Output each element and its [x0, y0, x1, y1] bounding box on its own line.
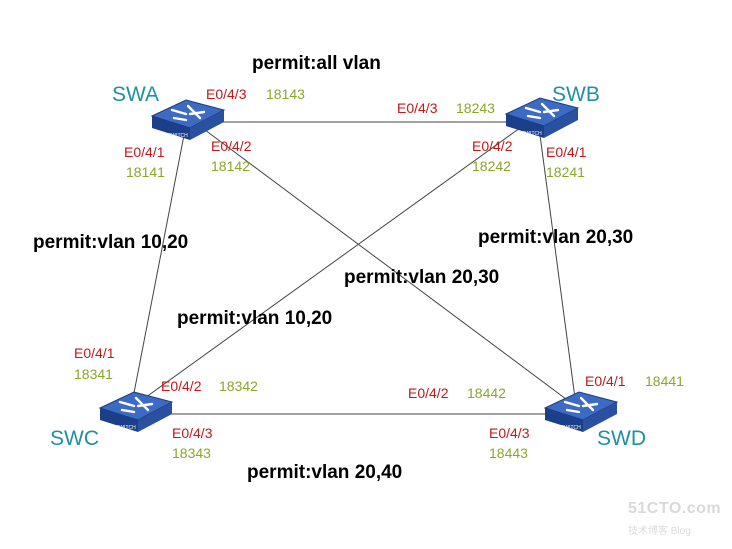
switch-icon-swd: SWITCH — [543, 391, 619, 432]
link-label-swa-swb: permit:all vlan — [252, 53, 381, 74]
port-label-swa-e041: E0/4/1 — [124, 144, 165, 160]
port-label-swc-e041: E0/4/1 — [74, 345, 115, 361]
port-label-swb-e043: E0/4/3 — [397, 100, 438, 116]
port-number-swc-e042: 18342 — [219, 378, 258, 394]
link-swb-swc — [134, 127, 521, 406]
port-number-swb-e042: 18242 — [472, 158, 511, 174]
port-label-swa-e043: E0/4/3 — [206, 86, 247, 102]
port-number-swa-e041: 18141 — [126, 164, 165, 180]
port-number-swb-e041: 18241 — [546, 164, 585, 180]
link-label-swc-swd: permit:vlan 20,40 — [247, 462, 403, 483]
port-number-swd-e041: 18441 — [645, 373, 684, 389]
link-swa-swd — [204, 129, 571, 403]
watermark-subtitle: 技术博客 Blog — [628, 526, 691, 537]
switch-name-swc: SWC — [50, 427, 99, 450]
port-label-swc-e042: E0/4/2 — [161, 378, 202, 394]
link-swb-swd — [539, 134, 576, 399]
port-label-swb-e041: E0/4/1 — [546, 144, 587, 160]
port-label-swd-e043: E0/4/3 — [489, 425, 530, 441]
switch-icon-swb: SWITCH — [504, 97, 580, 138]
svg-text:SWITCH: SWITCH — [522, 131, 542, 137]
link-label-swa-swc: permit:vlan 10,20 — [33, 232, 189, 253]
port-number-swa-e042: 18142 — [211, 158, 250, 174]
svg-text:SWITCH: SWITCH — [561, 425, 581, 431]
port-label-swc-e043: E0/4/3 — [172, 425, 213, 441]
switch-icon-swc: SWITCH — [98, 391, 174, 432]
port-label-swa-e042: E0/4/2 — [211, 138, 252, 154]
port-label-swd-e042: E0/4/2 — [408, 385, 449, 401]
port-label-swd-e041: E0/4/1 — [585, 373, 626, 389]
link-label-swb-swd: permit:vlan 20,30 — [478, 227, 634, 248]
link-label-swb-swc: permit:vlan 10,20 — [177, 308, 333, 329]
port-number-swc-e041: 18341 — [74, 366, 113, 382]
port-number-swd-e043: 18443 — [489, 445, 528, 461]
switch-icon-swa: SWITCH — [150, 99, 226, 140]
svg-text:SWITCH: SWITCH — [168, 133, 188, 139]
switch-name-swa: SWA — [112, 83, 160, 106]
port-number-swd-e042: 18442 — [467, 385, 506, 401]
port-number-swc-e043: 18343 — [172, 445, 211, 461]
svg-text:SWITCH: SWITCH — [116, 425, 136, 431]
switch-name-swb: SWB — [552, 83, 600, 106]
switch-name-swd: SWD — [597, 427, 646, 450]
watermark: 51CTO.com 技术博客 Blog — [628, 500, 728, 540]
link-swa-swc — [132, 129, 186, 399]
watermark-logo: 51CTO.com — [628, 500, 722, 517]
port-number-swa-e043: 18143 — [266, 86, 305, 102]
port-label-swb-e042: E0/4/2 — [472, 138, 513, 154]
link-label-swa-swd: permit:vlan 20,30 — [344, 267, 500, 288]
port-number-swb-e043: 18243 — [456, 100, 495, 116]
